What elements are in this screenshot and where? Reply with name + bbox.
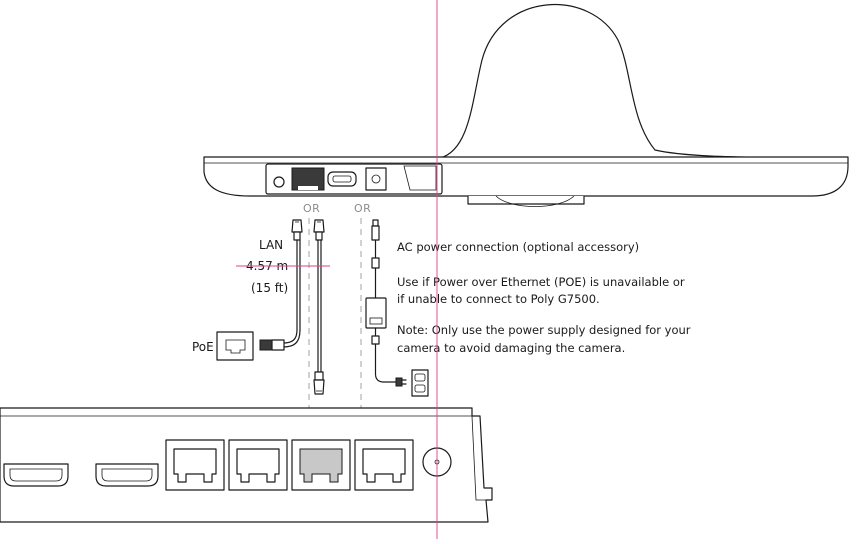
camera-bracket [467,196,585,205]
wall-outlet [411,369,429,397]
camera-unit [203,4,849,207]
hub-lan-port-2 [228,439,288,491]
ac-power-cable [365,219,429,397]
camera-dome [439,4,801,159]
hub-lan-port-1 [165,439,225,491]
poe-label: PoE [192,340,214,354]
lan-cable-label: LAN 4.57 m (15 ft) [236,238,330,295]
ac-power-notes: AC power connection (optional accessory)… [397,240,691,355]
hdmi-port-1 [3,463,69,487]
or-label-left: OR [303,202,320,215]
camera-power-port [365,167,387,191]
poe-box [216,331,254,361]
use-if-line-1: Use if Power over Ethernet (POE) is unav… [397,275,685,289]
poe-cable [259,219,303,351]
use-if-line-2: if unable to connect to Poly G7500. [397,292,600,306]
lan-cable [313,219,325,395]
or-label-right: OR [354,202,371,215]
cable-length-ft: (15 ft) [251,281,288,295]
poly-g7500-rear-panel [0,407,493,523]
power-adapter [365,297,387,329]
hub-lan-port-4 [354,439,414,491]
note-line-2: camera to avoid damaging the camera. [397,341,625,355]
lan-label: LAN [259,238,283,252]
note-line-1: Note: Only use the power supply designed… [397,323,691,337]
hub-lan-port-3-highlighted [291,439,351,491]
or-separators: OR OR [303,202,371,408]
security-slot [273,176,285,188]
ac-power-title: AC power connection (optional accessory) [397,240,639,254]
hdmi-port-2 [95,463,159,487]
camera-usb-port [327,171,357,187]
poe-injector: PoE [192,331,254,361]
